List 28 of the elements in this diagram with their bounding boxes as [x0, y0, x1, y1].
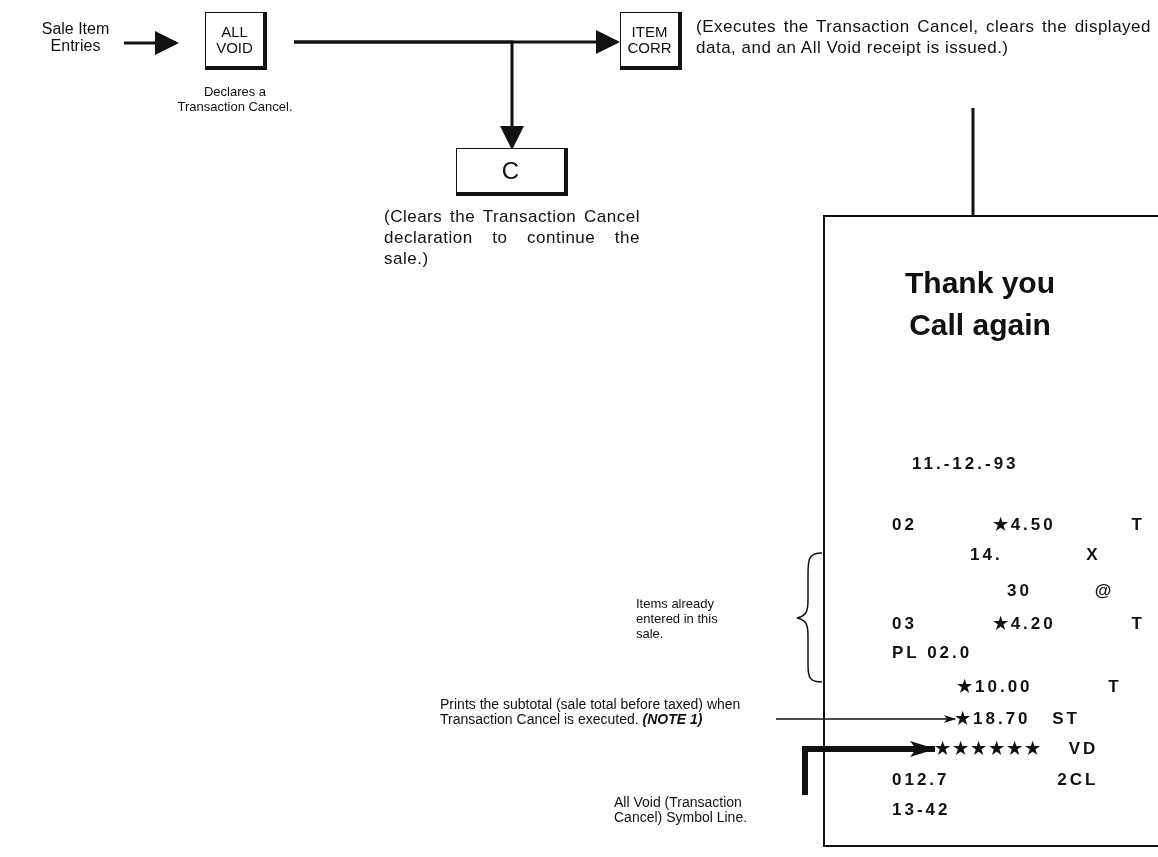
- receipt-line: ★★★★★★ VD: [935, 739, 1099, 759]
- caption-text: (Clears the Transaction Cancel declaration to continue the sale.): [384, 206, 640, 269]
- arrow: [294, 40, 524, 150]
- receipt-line: 30 @: [1007, 581, 1115, 601]
- receipt-line: PL 02.0: [892, 643, 973, 663]
- flow-label: Sale Item Entries: [28, 20, 123, 54]
- key-cap: ITEM CORR: [620, 12, 682, 70]
- receipt-line: ★10.00 T: [957, 677, 1122, 697]
- note-text: Prints the subtotal (sale total before taxed) when Transaction Cancel is executed. (NOTE 1): [440, 697, 775, 727]
- receipt-line: 02 ★4.50 T: [892, 515, 1145, 535]
- receipt-line: 14. X: [970, 545, 1101, 565]
- key-cap: ALL VOID: [205, 12, 267, 70]
- caption-text: Declares a Transaction Cancel.: [177, 84, 293, 114]
- key-cap: C: [456, 148, 568, 196]
- leader-line: [775, 715, 956, 723]
- caption-text: (Executes the Transaction Cancel, clears the displayed data, and an All Void receipt is issued.): [696, 16, 1151, 58]
- connector-line: [971, 108, 975, 215]
- receipt-paper: [823, 215, 1158, 847]
- receipt-line: 13-42: [892, 800, 951, 820]
- receipt-line: ★18.70 ST: [955, 709, 1080, 729]
- arrow: [124, 31, 179, 55]
- receipt-line: 03 ★4.20 T: [892, 614, 1145, 634]
- receipt-line: 11.-12.-93: [912, 454, 1019, 474]
- leader-line: [802, 741, 936, 795]
- brace-label: Items already entered in this sale.: [636, 596, 719, 641]
- receipt-greeting: Thank you Call again: [904, 265, 1056, 343]
- receipt-line: 012.7 2CL: [892, 770, 1099, 790]
- note-text: All Void (Transaction Cancel) Symbol Line.: [614, 795, 764, 825]
